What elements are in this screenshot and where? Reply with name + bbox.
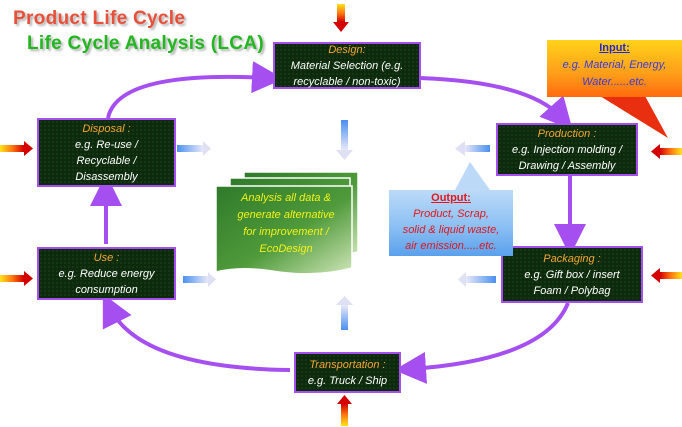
arrow-disposal-to-design bbox=[106, 61, 284, 119]
input-callout-pointer bbox=[600, 96, 668, 138]
stage-disposal: Disposal : e.g. Re-use / Recyclable / Di… bbox=[37, 118, 176, 187]
stage-use: Use : e.g. Reduce energy consumption bbox=[37, 247, 176, 300]
cycle-arrows bbox=[90, 61, 586, 384]
input-arrow-packaging bbox=[651, 268, 682, 283]
diagram-subtitle: Life Cycle Analysis (LCA) bbox=[27, 33, 264, 54]
analysis-text-line-3: for improvement / bbox=[243, 226, 329, 238]
stage-packaging-text-2: Foam / Polybag bbox=[533, 284, 611, 297]
stage-transportation-label: Transportation : bbox=[309, 358, 386, 371]
analysis-text-line-1: Analysis all data & bbox=[241, 192, 331, 204]
input-callout-header: Input: bbox=[599, 42, 630, 54]
analysis-text-line-4: EcoDesign bbox=[259, 243, 313, 255]
stage-packaging: Packaging : e.g. Gift box / insert Foam … bbox=[501, 246, 643, 303]
output-callout-text-1: Product, Scrap, bbox=[413, 208, 489, 220]
stage-disposal-text-3: Disassembly bbox=[75, 170, 138, 183]
input-callout-text-2: Water......etc. bbox=[582, 76, 647, 88]
input-arrows bbox=[0, 4, 682, 426]
output-arrow-disposal bbox=[177, 141, 211, 156]
input-arrow-design bbox=[333, 4, 349, 32]
output-arrow-use bbox=[183, 272, 216, 287]
input-arrow-disposal bbox=[0, 141, 33, 156]
diagram-title: Product Life Cycle bbox=[13, 8, 186, 29]
output-arrow-packaging bbox=[458, 272, 496, 287]
analysis-text: Analysis all data & generate alternative… bbox=[222, 190, 350, 258]
stage-disposal-text-1: e.g. Re-use / bbox=[75, 138, 138, 151]
stage-design-text-2: recyclable / non-toxic) bbox=[293, 75, 401, 88]
output-callout-text-2: solid & liquid waste, bbox=[402, 224, 500, 236]
stage-transportation: Transportation : e.g. Truck / Ship bbox=[294, 352, 401, 393]
stage-production-label: Production : bbox=[537, 127, 597, 140]
stage-use-text-1: e.g. Reduce energy bbox=[58, 267, 155, 280]
analysis-document-stack bbox=[215, 171, 359, 275]
stage-design: Design: Material Selection (e.g. recycla… bbox=[273, 42, 421, 89]
input-callout-text-1: e.g. Material, Energy, bbox=[562, 59, 667, 71]
stage-use-label: Use : bbox=[93, 251, 120, 264]
stage-design-label: Design: bbox=[328, 43, 366, 56]
input-callout: Input: e.g. Material, Energy, Water.....… bbox=[547, 40, 682, 97]
arrow-transportation-to-use bbox=[102, 293, 291, 372]
output-callout-pointer bbox=[455, 162, 490, 190]
analysis-text-line-2: generate alternative bbox=[237, 209, 335, 221]
output-callout-header: Output: bbox=[431, 192, 471, 204]
output-callout-text-3: air emission.....etc. bbox=[405, 240, 497, 252]
stage-packaging-text-1: e.g. Gift box / insert bbox=[524, 268, 620, 281]
stage-use-text-2: consumption bbox=[75, 283, 138, 296]
input-arrow-transportation bbox=[337, 395, 352, 426]
output-arrow-design bbox=[336, 120, 353, 160]
input-arrow-production bbox=[651, 144, 682, 159]
output-arrow-production bbox=[455, 141, 490, 156]
stage-transportation-text-1: e.g. Truck / Ship bbox=[307, 374, 388, 387]
output-arrow-transportation bbox=[336, 296, 353, 330]
stage-disposal-text-2: Recyclable / bbox=[76, 154, 137, 167]
stage-packaging-label: Packaging : bbox=[543, 252, 601, 265]
output-callout: Output: Product, Scrap, solid & liquid w… bbox=[389, 190, 513, 256]
arrow-design-to-production bbox=[419, 76, 573, 130]
output-arrows bbox=[177, 120, 496, 330]
stage-disposal-label: Disposal : bbox=[82, 122, 131, 135]
arrow-packaging-to-transportation bbox=[394, 302, 570, 384]
stage-design-text-1: Material Selection (e.g. bbox=[290, 59, 404, 72]
input-arrow-use bbox=[0, 271, 33, 286]
stage-production-text-2: Drawing / Assembly bbox=[518, 159, 616, 172]
stage-production-text-1: e.g. Injection molding / bbox=[511, 143, 623, 156]
stage-production: Production : e.g. Injection molding / Dr… bbox=[496, 123, 638, 176]
